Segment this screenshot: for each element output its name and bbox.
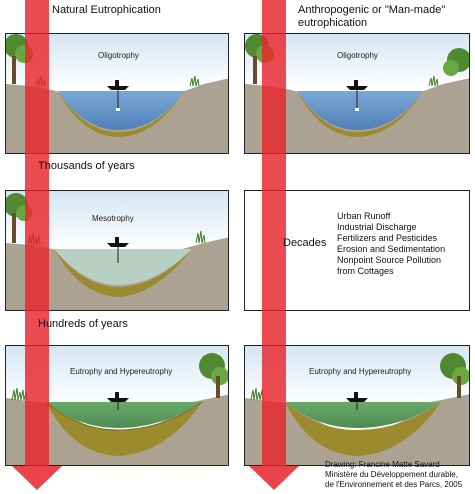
stage-label-mesotrophy: Mesotrophy — [92, 214, 134, 223]
time-label-thousands: Thousands of years — [38, 160, 135, 172]
natural-eutrophication-heading: Natural Eutrophication — [52, 4, 161, 16]
cause-item: Urban Runoff — [337, 211, 391, 221]
cause-item: Industrial Discharge — [337, 222, 417, 232]
stage-label-eutrophy-left: Eutrophy and Hypereutrophy — [70, 367, 173, 376]
cause-item: Fertilizers and Pesticides — [337, 233, 438, 243]
cause-item: Erosion and Sedimentation — [337, 244, 446, 254]
anthropogenic-timeline-arrow — [249, 0, 299, 490]
credit-line-3: de l'Environnement et des Parcs, 2005 — [325, 480, 463, 489]
cause-item: Nonpoint Source Pollution — [337, 255, 442, 265]
stage-label-oligotrophy-right: Oligotrophy — [337, 51, 378, 60]
time-label-decades: Decades — [283, 237, 327, 249]
natural-timeline-arrow — [12, 0, 62, 490]
lake-mesotrophic-illustration — [6, 191, 228, 310]
time-label-hundreds: Hundreds of years — [38, 318, 128, 330]
credit-line-1: Drawing: Francine Matte Savard — [325, 460, 440, 469]
cause-item: from Cottages — [337, 266, 394, 276]
anthropogenic-heading-line2: eutrophication — [298, 17, 368, 29]
stage-label-oligotrophy: Oligotrophy — [98, 51, 139, 60]
anthropogenic-heading-line1: Anthropogenic or "Man-made" — [298, 4, 446, 16]
causes-list: Urban Runoff Industrial Discharge Fertil… — [337, 211, 445, 277]
credit-line-2: Ministère du Développement durable, — [325, 470, 458, 479]
stage-label-eutrophy-right: Eutrophy and Hypereutrophy — [309, 367, 412, 376]
